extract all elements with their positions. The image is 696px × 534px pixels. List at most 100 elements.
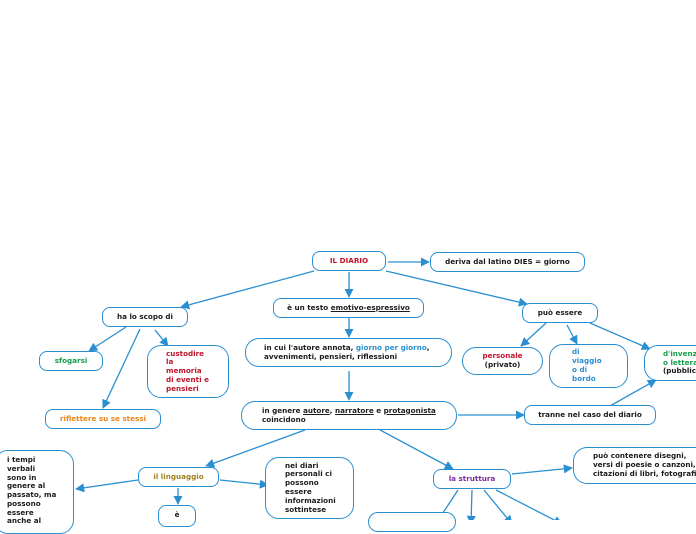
link-struttura-down-3 [483,489,513,520]
coincidono-prefix: in genere [262,405,304,415]
annota-suffix: , [426,342,430,352]
custodire-node[interactable]: custodire la memoria di eventi e pensier… [147,345,229,398]
pubblico-text: (pubblico) [663,366,696,376]
link-puoessere-invenzione [589,322,651,350]
testo-node[interactable]: è un testo emotivo-espressivo [273,298,424,318]
link-struttura-disegni [511,464,573,475]
connector-layer [75,257,657,520]
tranne-node[interactable]: tranne nel caso del diario [524,405,656,425]
testo-label: è un testo emotivo-espressivo [287,302,410,313]
custodire-line: di eventi e [166,374,209,384]
tempi-line: anche al [7,516,42,526]
disegni-line: citazioni di libri, fotografie [593,468,696,478]
disegni-line: può contenere disegni, [593,451,687,461]
annota-emph: giorno per giorno [355,342,427,352]
invenzione-line: o letterario [663,357,696,367]
tempi-line: passato, ma [7,490,57,500]
coincidono-label: in genere autore, narratore e protagonis… [262,405,436,425]
link-coincidono-linguaggio [205,429,306,468]
tempi-line: genere al [7,481,46,491]
link-puoessere-viaggio [566,324,578,345]
riflettere-label: riflettere su se stessi [59,413,147,423]
testo-prefix: è un testo [287,302,331,312]
link-linguaggio-diari [219,479,269,489]
sfogarsi-node[interactable]: sfogarsi [39,351,103,371]
diari-line: essere [285,487,312,496]
personale-label: personale (privato) [482,351,523,370]
viaggio-line: viaggio [572,356,602,366]
linguaggio-node[interactable]: il linguaggio [138,467,219,487]
link-scopo-riflettere [102,328,141,409]
e-label: è [174,510,180,519]
diari-personali-label: nei diari personali ci possono essere in… [285,460,336,515]
protagonista-text: protagonista [383,405,436,415]
narratore-text: narratore [335,405,374,415]
scopo-label: ha lo scopo di [116,311,174,321]
etimologia-node[interactable]: deriva dal latino DIES = giorno [430,252,585,272]
e-node[interactable]: è [158,505,196,527]
viaggio-node[interactable]: di viaggio o di bordo [549,344,628,388]
diari-line: informazioni [285,495,336,505]
custodire-line: la [166,357,174,367]
link-scopo-custodire [154,329,169,347]
custodire-line: pensieri [166,383,199,393]
puo-essere-node[interactable]: può essere [522,303,598,323]
struttura-child-node[interactable] [368,512,456,532]
tempi-node[interactable]: i tempi verbali sono in genere al passat… [0,450,74,534]
link-struttura-down-2 [466,489,476,520]
diari-personali-node[interactable]: nei diari personali ci possono essere in… [265,457,354,519]
invenzione-line: d'invenzione [663,348,696,358]
link-puoessere-personale [520,322,547,347]
link-tranne-invenzione [609,379,657,407]
scopo-node[interactable]: ha lo scopo di [102,307,188,327]
annota-line2: avvenimenti, pensieri, riflessioni [264,351,398,361]
link-title-scopo [180,270,315,310]
annota-label: in cui l'autore annota, giorno per giorn… [264,342,430,362]
title-label: IL DIARIO [329,255,369,265]
etimologia-label: deriva dal latino DIES = giorno [445,256,570,266]
struttura-node[interactable]: la struttura [433,469,511,489]
tempi-line: essere [7,507,34,517]
link-struttura-down-4 [495,489,563,520]
tempi-line: verbali [7,463,36,473]
viaggio-line: di [572,347,580,357]
tempi-line: i tempi [7,455,36,464]
personale-text: personale [482,351,523,361]
disegni-line: versi di poesie o canzoni, [593,460,696,470]
tempi-label: i tempi verbali sono in genere al passat… [7,455,57,526]
custodire-label: custodire la memoria di eventi e pensier… [166,348,209,394]
viaggio-label: di viaggio o di bordo [572,348,602,383]
annota-node[interactable]: in cui l'autore annota, giorno per giorn… [245,338,452,367]
annota-prefix: in cui l'autore annota, [264,342,356,352]
riflettere-node[interactable]: riflettere su se stessi [45,409,161,429]
disegni-node[interactable]: può contenere disegni, versi di poesie o… [573,447,696,484]
struttura-label: la struttura [448,473,496,483]
viaggio-line: o di [572,365,588,374]
coincidono-line2: coincidono [262,414,306,424]
diari-line: possono [285,478,319,488]
disegni-label: può contenere disegni, versi di poesie o… [593,451,696,478]
invenzione-label: d'invenzione o letterario (pubblico) [663,348,696,376]
link-linguaggio-tempi [75,479,139,493]
coincidono-node[interactable]: in genere autore, narratore e protagonis… [241,401,457,430]
tempi-line: sono in [7,472,37,482]
diari-line: personali ci [285,469,332,479]
puo-essere-label: può essere [537,307,583,317]
sfogarsi-label: sfogarsi [54,355,88,365]
coincidono-sep1: , [329,405,336,415]
personale-node[interactable]: personale (privato) [462,347,543,375]
testo-emph: emotivo-espressivo [330,302,410,312]
viaggio-line: bordo [572,373,596,383]
link-title-puoessere [385,270,528,307]
coincidono-sep2: e [373,405,384,415]
privato-text: (privato) [484,360,521,369]
tranne-label: tranne nel caso del diario [538,409,642,419]
link-scopo-sfogarsi [88,326,127,352]
diari-line: sottintese [285,504,327,514]
diari-line: nei diari [285,460,319,470]
invenzione-node[interactable]: d'invenzione o letterario (pubblico) [644,345,696,381]
title-node[interactable]: IL DIARIO [312,251,386,271]
custodire-line: custodire [166,348,205,358]
custodire-line: memoria [166,366,202,376]
tempi-line: possono [7,498,41,508]
